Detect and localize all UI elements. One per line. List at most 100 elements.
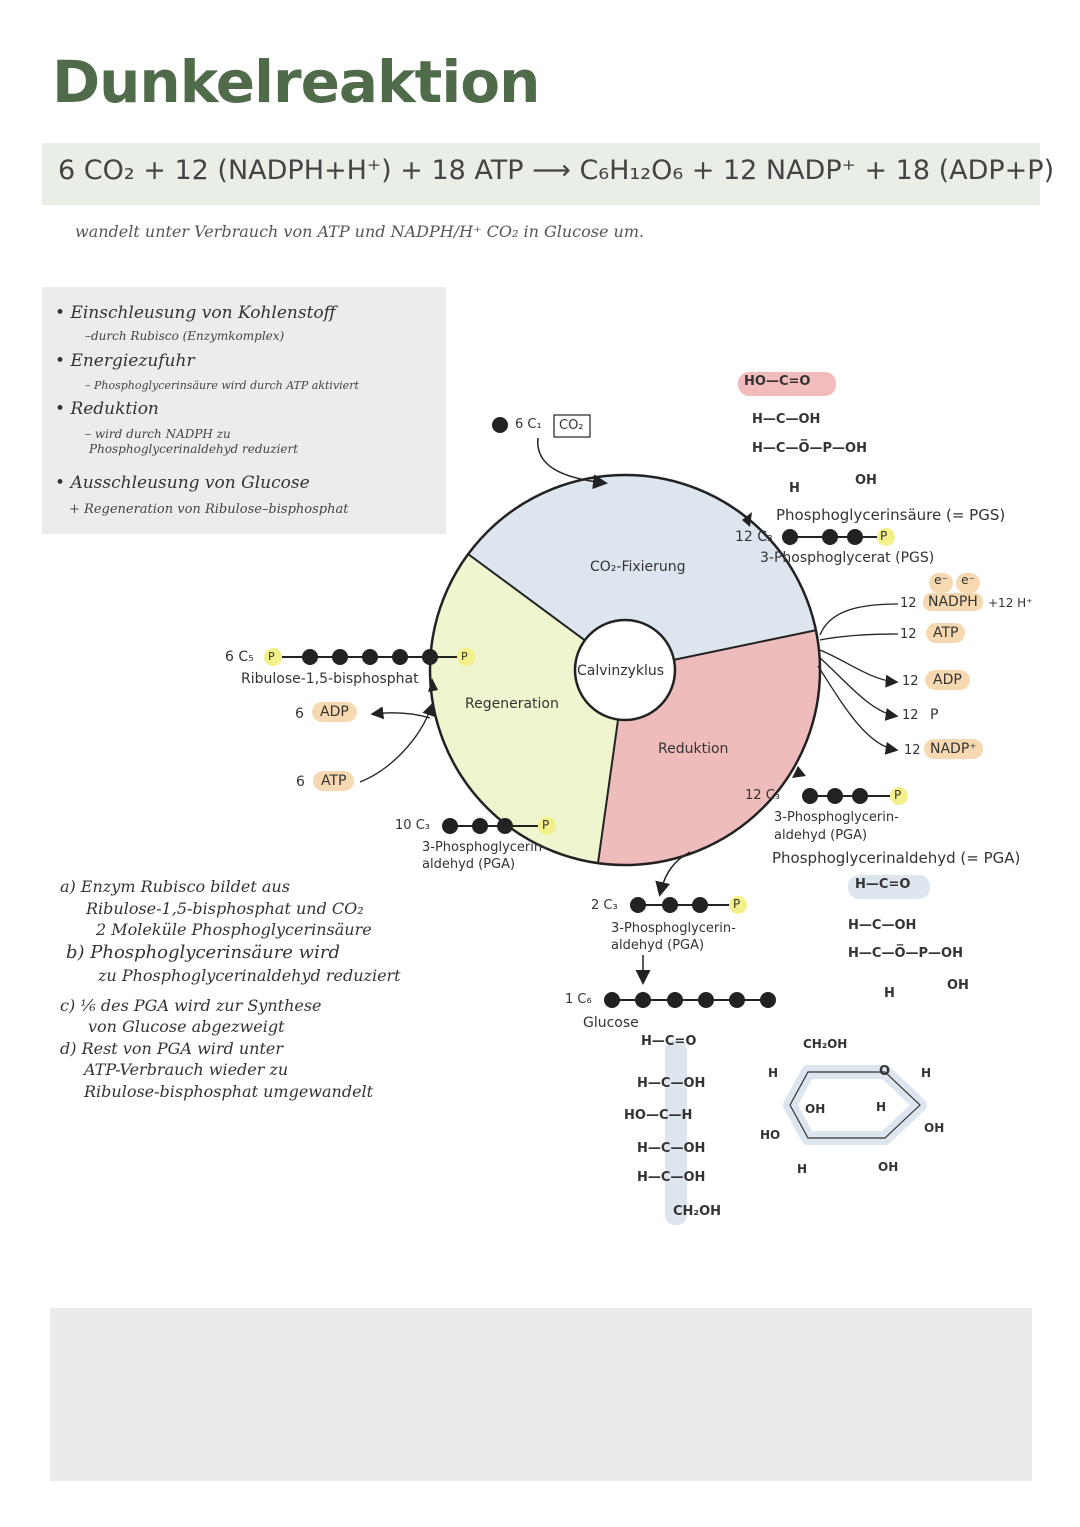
glucose-ring-o: O — [879, 1064, 891, 1079]
note-line: Ribulose-bisphosphat umgewandelt — [84, 1082, 374, 1102]
step-detail: – Phosphoglycerinsäure wird durch ATP ak… — [85, 379, 359, 392]
reduction-label: Reduktion — [658, 741, 729, 757]
rubp-count: 6 C₅ — [225, 649, 254, 665]
glucose-chain — [604, 992, 776, 1008]
pgs-chain — [782, 528, 895, 546]
glucose-ring-oh: OH — [805, 1102, 826, 1116]
equation: 6 CO₂ + 12 (NADPH+H⁺) + 18 ATP ⟶ C₆H₁₂O₆… — [58, 155, 1055, 186]
nadp-badge: NADP⁺ — [924, 739, 983, 759]
step-title: Reduktion — [70, 399, 159, 419]
pgs-structure-row: H—C—O̅—P—OH — [752, 441, 867, 456]
note-line: d) Rest von PGA wird unter — [60, 1038, 284, 1058]
adp-badge: ADP — [925, 670, 970, 690]
electron-badge: e⁻ — [956, 573, 980, 593]
step-detail: Phosphoglycerinaldehyd reduziert — [89, 442, 299, 456]
atp-count: 12 — [900, 627, 917, 642]
pgs-count: 12 C₃ — [735, 529, 773, 545]
regeneration-sector — [429, 554, 625, 863]
equation-box — [42, 143, 1040, 205]
regen-atp-badge: ATP — [313, 771, 355, 791]
glucose-chain-ch2oh: CH₂OH — [673, 1204, 722, 1219]
fixation-sector — [468, 473, 817, 670]
pga-structure: H—C=O — [855, 877, 911, 892]
note-line: b) Phosphoglycerinsäure wird — [66, 941, 340, 963]
phosphate-label: P — [880, 529, 888, 543]
pga-structure-row: H—C—O̅—P—OH — [848, 946, 963, 961]
nadph-badge: NADPH — [923, 593, 983, 611]
glucose-chain-row: HO—C—H — [624, 1108, 693, 1123]
step-detail: + Regeneration von Ribulose–bisphosphat — [69, 502, 349, 517]
note-line: ATP-Verbrauch wieder zu — [84, 1060, 289, 1080]
glucose-label: Glucose — [583, 1015, 639, 1031]
phosphate-label: P — [268, 650, 275, 663]
glucose-ring-h: H — [876, 1100, 887, 1114]
pgs-structure-h: H — [789, 481, 800, 496]
step-item: • Reduktion — [55, 399, 159, 419]
pga10-label: 3-Phosphoglycerin- — [422, 840, 547, 855]
p-count: 12 — [902, 708, 919, 723]
note-line: 2 Moleküle Phosphoglycerinsäure — [96, 920, 372, 940]
pgs-structure: HO—C=O — [744, 374, 811, 389]
center-label: Calvinzyklus — [577, 663, 665, 679]
pgs-structure-oh: OH — [855, 473, 877, 488]
glucose-ring-ho: HO — [760, 1128, 781, 1142]
note-line: c) ⅙ des PGA wird zur Synthese — [60, 995, 322, 1015]
glucose-ring-h: H — [921, 1066, 932, 1080]
subtitle: wandelt unter Verbrauch von ATP und NADP… — [75, 222, 645, 241]
adp-count: 12 — [902, 674, 919, 689]
phosphate-label: P — [894, 788, 902, 802]
page-title: Dunkelreaktion — [52, 48, 540, 116]
regen-adp-count: 6 — [295, 706, 304, 722]
notes: a) Enzym Rubisco bildet aus Ribulose-1,5… — [60, 876, 401, 1103]
pga10-chain — [442, 817, 556, 835]
regen-adp-badge: ADP — [312, 702, 357, 722]
phosphate-label: P — [542, 818, 550, 832]
note-line: von Glucose abgezweigt — [88, 1017, 285, 1037]
note-line: Ribulose-1,5-bisphosphat und CO₂ — [86, 898, 364, 918]
pga-chain — [802, 787, 908, 805]
glucose-chain-row: H—C—OH — [637, 1170, 706, 1185]
glucose-ring-h: H — [797, 1162, 808, 1176]
step-list-box — [42, 287, 446, 534]
pga2-chain — [630, 896, 747, 914]
rubp-chain — [264, 648, 475, 666]
atp-badge: ATP — [926, 623, 966, 643]
glucose-count: 1 C₆ — [565, 992, 592, 1007]
pgs-label: 3-Phosphoglycerat (PGS) — [760, 550, 935, 566]
step-title: Energiezufuhr — [70, 351, 195, 371]
pgs-structure-row: H—C—OH — [752, 412, 821, 427]
nadph-extra: +12 H⁺ — [988, 596, 1033, 610]
pga-structure-oh: OH — [947, 978, 969, 993]
nadp-count: 12 — [904, 743, 921, 758]
co2-box-label: CO₂ — [559, 418, 584, 433]
glucose-chain-row: H—C—OH — [637, 1076, 706, 1091]
pga-label: aldehyd (PGA) — [774, 828, 868, 843]
glucose-ring-oh: OH — [878, 1160, 899, 1174]
rubp-label: Ribulose-1,5-bisphosphat — [241, 671, 419, 687]
fixation-label: CO₂-Fixierung — [590, 559, 686, 575]
note-line: zu Phosphoglycerinaldehyd reduziert — [98, 966, 401, 986]
phosphate-label: P — [461, 650, 468, 663]
step-title: Einschleusung von Kohlenstoff — [70, 303, 336, 323]
step-title: Ausschleusung von Glucose — [70, 473, 310, 493]
glucose-ring-ch2oh: CH₂OH — [803, 1037, 848, 1051]
step-detail: –durch Rubisco (Enzymkomplex) — [85, 329, 285, 343]
pga2-label: 3-Phosphoglycerin- — [611, 921, 736, 936]
pga-label: 3-Phosphoglycerin- — [774, 810, 899, 825]
pga2-label: aldehyd (PGA) — [611, 938, 705, 953]
step-item: • Energiezufuhr — [55, 351, 195, 371]
pga-name: Phosphoglycerinaldehyd (= PGA) — [772, 849, 1021, 867]
empty-footer-box — [50, 1308, 1032, 1481]
step-item: • Einschleusung von Kohlenstoff — [55, 303, 336, 323]
electron-badge: e⁻ — [929, 573, 953, 593]
center-circle — [573, 618, 677, 722]
glucose-ring-h: H — [768, 1066, 779, 1080]
phosphate-label: P — [733, 897, 741, 911]
pga-structure-row: H—C—OH — [848, 918, 917, 933]
pgs-name: Phosphoglycerinsäure (= PGS) — [776, 506, 1006, 524]
note-line: a) Enzym Rubisco bildet aus — [60, 877, 290, 896]
nadph-count: 12 — [900, 596, 917, 611]
pga2-count: 2 C₃ — [591, 898, 618, 913]
glucose-chain-row: H—C—OH — [637, 1141, 706, 1156]
